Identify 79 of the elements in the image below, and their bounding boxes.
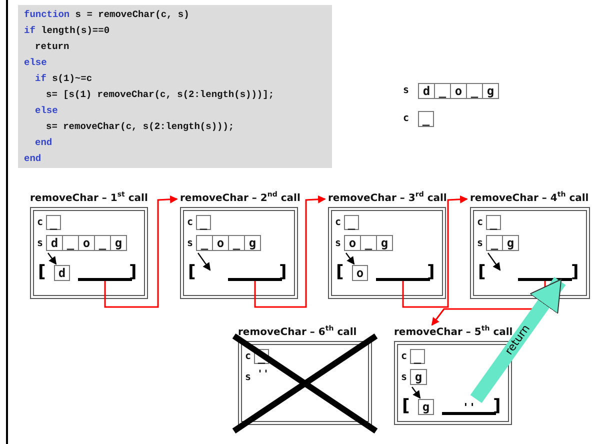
code-line: s= [s(1) removeChar(c, s(2:length(s)))]; (46, 88, 274, 102)
variable-name: c (403, 113, 410, 125)
array-cell: _ (360, 235, 377, 251)
pointer-arrow (346, 252, 355, 265)
bracket: [ (402, 396, 410, 416)
array-cell: d (46, 235, 63, 251)
bracket: [ (478, 262, 486, 282)
call-title: removeChar – 4$^{th}$ call (470, 192, 589, 205)
variable-name: s (401, 372, 408, 384)
array-cell: o (212, 235, 229, 251)
array-cell: _ (46, 215, 61, 230)
code-line: end (24, 152, 42, 166)
bracket: [ (336, 262, 344, 282)
call-title: removeChar – 6$^{th}$ call (238, 326, 357, 339)
variable-name: c (335, 217, 342, 229)
array-cell: g (482, 83, 499, 99)
bracket: [ (38, 262, 46, 282)
bracket: ] (129, 262, 137, 282)
array-cell: g (502, 235, 519, 251)
array-cell: g (110, 235, 127, 251)
array-cell: o (450, 83, 467, 99)
array-cell: _ (196, 235, 213, 251)
array-cell: d (418, 83, 435, 99)
array-cell: g (418, 399, 434, 415)
array-cell: g (410, 369, 427, 385)
bracket: [ (188, 262, 196, 282)
pointer-arrow (412, 386, 421, 399)
variable-name: s (477, 238, 484, 250)
bracket: ] (493, 396, 501, 416)
code-line: else (24, 56, 47, 70)
array-cell: _ (344, 215, 359, 230)
array-cell: g (376, 235, 393, 251)
array-cell: o (344, 235, 361, 251)
variable-name: s (37, 238, 44, 250)
variable-name: c (37, 217, 44, 229)
code-line: if length(s)==0 (24, 24, 110, 38)
array-cell: d (54, 265, 70, 281)
call-title: removeChar – 1$^{st}$ call (30, 192, 148, 205)
array-cell: _ (410, 349, 425, 364)
variable-name: c (401, 351, 408, 363)
bracket: ] (279, 262, 287, 282)
code-line: else (35, 104, 58, 118)
array-cell: _ (486, 235, 503, 251)
pointer-arrow (488, 252, 501, 271)
array-cell: o (352, 265, 368, 281)
call-title: removeChar – 2$^{nd}$ call (180, 192, 300, 205)
call-arrow (104, 195, 178, 308)
array-cell: o (78, 235, 95, 251)
pointer-arrow (48, 252, 57, 265)
code-line: s= removeChar(c, s(2:length(s))); (46, 120, 234, 134)
variable-name: c (477, 217, 484, 229)
array-cell: _ (466, 83, 483, 99)
bracket: ] (427, 262, 435, 282)
code-line: end (35, 136, 52, 150)
array-cell: _ (228, 235, 245, 251)
code-line: function s = removeChar(c, s) (24, 8, 190, 22)
array-cell: _ (62, 235, 79, 251)
variable-name: s (335, 238, 342, 250)
variable-name: s (245, 372, 252, 384)
variable-name: s (403, 85, 410, 97)
array-cell: _ (486, 215, 501, 230)
call-title: removeChar – 3$^{rd}$ call (328, 192, 447, 205)
array-cell: _ (418, 111, 434, 127)
code-panel (18, 5, 332, 168)
variable-name: c (187, 217, 194, 229)
variable-name: c (245, 351, 252, 363)
array-cell: _ (434, 83, 451, 99)
array-cell: _ (94, 235, 111, 251)
array-cell: g (244, 235, 261, 251)
bracket: ] (571, 262, 579, 282)
pointer-arrow (198, 252, 211, 271)
call-arrow (254, 195, 326, 308)
call-arrow (402, 195, 468, 308)
return-value-slot: '' (442, 403, 496, 415)
variable-name: s (187, 238, 194, 250)
empty-string: '' (257, 369, 270, 381)
code-line: return (35, 40, 70, 54)
code-line: if s(1)~=c (35, 72, 92, 86)
array-cell: _ (196, 215, 211, 230)
